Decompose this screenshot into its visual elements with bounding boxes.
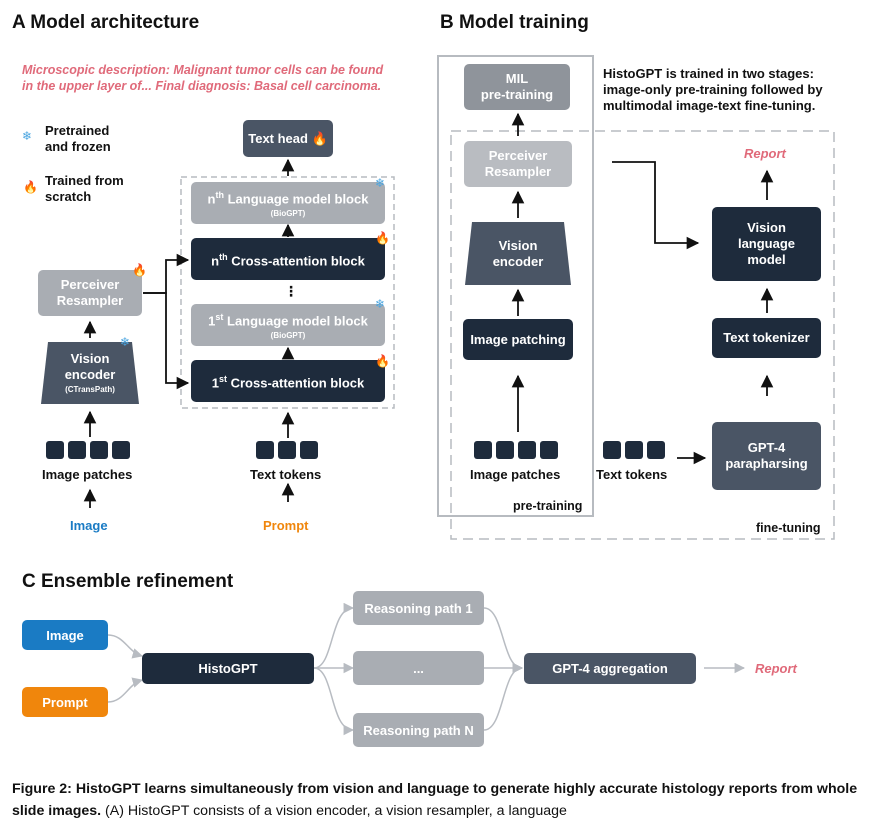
- snowflake-icon: ❄: [22, 129, 33, 143]
- caption-normal: (A) HistoGPT consists of a vision encode…: [101, 803, 567, 819]
- section-b-title: B Model training: [440, 12, 589, 33]
- pretraining-label: pre-training: [513, 499, 583, 513]
- image-input-label: Image: [70, 518, 108, 533]
- text-token-blocks-a: [256, 441, 318, 459]
- figure-caption: Figure 2: HistoGPT learns simultaneously…: [12, 778, 864, 822]
- text-token-blocks-b: [603, 441, 665, 459]
- report-label-b: Report: [744, 146, 786, 161]
- training-note: HistoGPT is trained in two stages: image…: [603, 66, 823, 113]
- text-tokenizer: Text tokenizer: [712, 318, 821, 358]
- pretraining-frame: [437, 55, 594, 517]
- image-patching: Image patching: [463, 319, 573, 360]
- ca-block-1: 1st Cross-attention block: [191, 360, 385, 402]
- lm-block-n: nth Language model block (BioGPT): [191, 182, 385, 224]
- text-tokens-label-a: Text tokens: [250, 467, 322, 482]
- image-patches-label-b: Image patches: [470, 467, 561, 482]
- snowflake-icon: ❄: [375, 297, 386, 311]
- snowflake-icon: ❄: [375, 176, 386, 190]
- text-head: Text head 🔥: [243, 120, 333, 157]
- flame-icon: 🔥: [311, 130, 328, 146]
- flame-icon: 🔥: [23, 180, 38, 194]
- flame-icon: 🔥: [375, 354, 390, 368]
- flame-icon: 🔥: [375, 231, 390, 245]
- prompt-input-pill: Prompt: [22, 687, 108, 717]
- text-tokens-label-b: Text tokens: [596, 467, 668, 482]
- image-patch-tokens-a: [46, 441, 130, 459]
- gpt4-aggregation: GPT-4 aggregation: [524, 653, 696, 684]
- section-c-title: C Ensemble refinement: [22, 571, 234, 592]
- reasoning-path-n: Reasoning path N: [353, 713, 484, 747]
- decoder-dashed-frame: [180, 176, 395, 409]
- histogpt-box: HistoGPT: [142, 653, 314, 684]
- description-line-2: in the upper layer of... Final diagnosis…: [22, 79, 382, 93]
- flame-icon: 🔥: [132, 263, 147, 277]
- vision-encoder-shape-a: [41, 342, 139, 404]
- description-line-1: Microscopic description: Malignant tumor…: [22, 63, 384, 77]
- lm-block-1: 1st Language model block (BioGPT): [191, 304, 385, 346]
- finetuning-dashed-frame: [450, 130, 835, 540]
- image-patch-tokens-b: [474, 441, 558, 459]
- section-a-title: A Model architecture: [12, 12, 200, 33]
- reasoning-path-ellipsis: ...: [353, 651, 484, 685]
- image-patches-label-a: Image patches: [42, 467, 133, 482]
- ca-block-n: nth Cross-attention block: [191, 238, 385, 280]
- ellipsis: ⋮: [284, 283, 298, 299]
- image-input-pill: Image: [22, 620, 108, 650]
- report-label-c: Report: [755, 661, 797, 676]
- caption-bold: Figure 2: HistoGPT learns simultaneously…: [12, 781, 858, 819]
- snowflake-icon: ❄: [120, 335, 131, 349]
- vision-encoder-shape-b: [465, 222, 571, 285]
- reasoning-path-1: Reasoning path 1: [353, 591, 484, 625]
- prompt-input-label: Prompt: [263, 518, 309, 533]
- finetuning-label: fine-tuning: [756, 521, 821, 535]
